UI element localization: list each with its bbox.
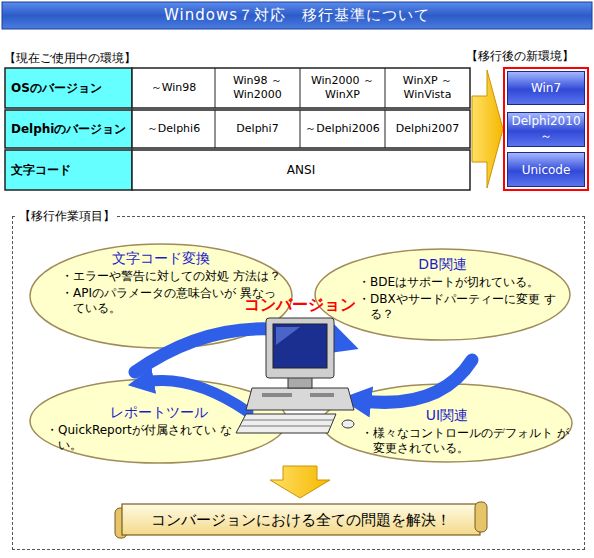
environment-table (5, 68, 470, 190)
table-cell: ～Delphi6 (132, 110, 215, 148)
node-heading: Unicode (522, 163, 571, 177)
node-heading: コンバージョンにおける全ての問題を解決！ (151, 511, 451, 530)
ellipse-shape (315, 249, 570, 340)
node-bullet: ・エラーや警告に対しての対処 方法は？ (61, 269, 285, 284)
result-banner: コンバージョンにおける全ての問題を解決！ (109, 501, 493, 539)
environment-frame: 【移行後の新環境】 Win7Delphi2010～ Unicode (466, 48, 592, 194)
node-heading: 【移行後の新環境】 (466, 48, 574, 64)
node-heading: 【移行作業項目】 (17, 208, 117, 224)
row-header: OSのバージョン (5, 68, 132, 108)
topic-ellipse: レポートツール・QuickReportが付属されてい ない。 (29, 378, 288, 464)
topic-ellipse: UI関連・様々なコントロールのデフォルト が変更されている。 (321, 383, 573, 463)
table-divider (385, 110, 386, 148)
environment-box: Delphi2010～ (507, 112, 585, 147)
monitor-screen (273, 324, 327, 368)
table-cell: Win98 ～Win2000 (215, 68, 300, 108)
ellipse-content: レポートツール・QuickReportが付属されてい ない。 (29, 378, 288, 464)
table-divider (215, 110, 216, 148)
table-cell: Win2000 ～WinXP (300, 68, 385, 108)
table-cell: Delphi2007 (385, 110, 470, 148)
table-cell: WinXP ～WinVista (385, 68, 470, 108)
scroll-body (122, 504, 480, 535)
node-bullet: ・DBXやサードパーティーに変更 する？ (358, 292, 560, 322)
monitor-stand (288, 377, 312, 388)
ellipse-content: DB関連・BDEはサポートが切れている。・DBXやサードパーティーに変更 する？ (314, 248, 571, 341)
node-bullet: ・BDEはサポートが切れている。 (358, 275, 560, 290)
table-divider (385, 68, 386, 108)
node-heading: UI関連 (321, 407, 573, 424)
table-header-cell (5, 110, 132, 148)
center-label: コンバージョン (225, 294, 375, 316)
scroll-roll (475, 502, 487, 532)
node-heading: Delphi2010～ (508, 114, 584, 145)
environment-box: Unicode (507, 152, 585, 187)
monitor (266, 318, 334, 378)
table-row (132, 110, 470, 148)
drive-slot (310, 393, 334, 397)
table-cell: ～Delphi2006 (300, 110, 385, 148)
node-heading: Win7 (531, 81, 561, 95)
node-bullet: ・様々なコントロールのデフォルト が変更されている。 (361, 426, 579, 456)
row-header: 文字コード (5, 150, 132, 190)
ellipse-content: UI関連・様々なコントロールのデフォルト が変更されている。 (321, 383, 573, 463)
table-divider (215, 68, 216, 108)
table-divider (300, 68, 301, 108)
table-header-cell (5, 68, 132, 108)
table-cell: ～Win98 (132, 68, 215, 108)
drive-slot (262, 393, 292, 397)
page-title: Windows７対応 移行基準について (0, 2, 594, 29)
table-row (132, 68, 470, 108)
environment-box: Win7 (507, 71, 585, 105)
table-cell: ANSI (132, 150, 470, 190)
section-label: 【現在ご使用中の環境】 (2, 50, 202, 66)
table-divider (300, 110, 301, 148)
migration-arrow (472, 70, 503, 188)
row-header: Delphiのバージョン (5, 110, 132, 148)
result-arrow (270, 466, 330, 498)
table-cell: Delphi7 (215, 110, 300, 148)
node-bullet: ・QuickReportが付属されてい ない。 (46, 423, 250, 453)
node-heading: DB関連 (314, 256, 571, 273)
table-header-cell (5, 150, 132, 190)
ellipse-shape (30, 379, 287, 463)
screen-glare (276, 327, 300, 345)
table-row (132, 150, 470, 190)
node-heading: レポートツール (29, 404, 288, 421)
node-heading: 文字コード変換 (29, 250, 293, 267)
topic-ellipse: DB関連・BDEはサポートが切れている。・DBXやサードパーティーに変更 する？ (314, 248, 571, 341)
work-items-frame: 【移行作業項目】文字コード変換・エラーや警告に対しての対処 方法は？・APIのパ… (12, 216, 585, 550)
